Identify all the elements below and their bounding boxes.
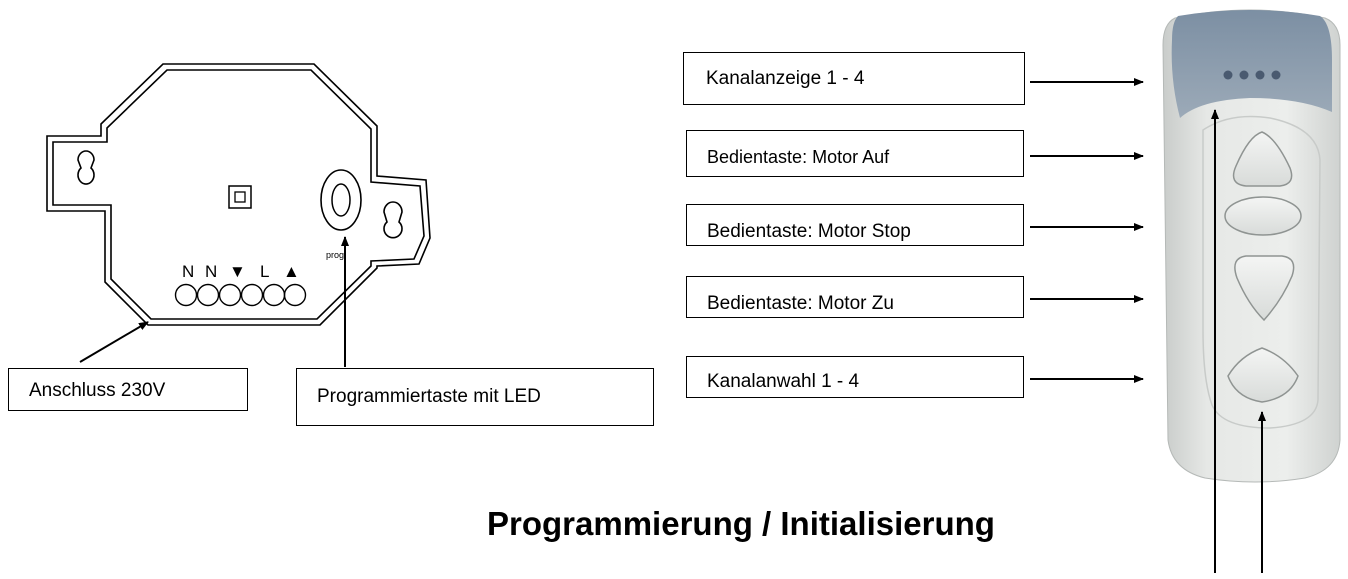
channel-led-1 bbox=[1223, 70, 1233, 80]
prog-button-label: prog. bbox=[326, 250, 347, 260]
status-square-inner bbox=[234, 191, 246, 203]
prog-button-inner bbox=[331, 183, 351, 217]
remote-up-button bbox=[1232, 131, 1293, 187]
label-box-anschluss: Anschluss 230V bbox=[8, 368, 248, 411]
label-box-programmiertaste: Programmiertaste mit LED bbox=[296, 368, 654, 426]
status-square bbox=[228, 185, 252, 209]
remote-channel-button bbox=[1227, 347, 1299, 403]
prog-button-outer bbox=[320, 169, 362, 231]
channel-led-2 bbox=[1239, 70, 1249, 80]
channel-led-3 bbox=[1255, 70, 1265, 80]
label-anschluss: Anschluss 230V bbox=[29, 380, 166, 401]
actuator-body-inner bbox=[52, 69, 425, 320]
label-motor-zu: Bedientaste: Motor Zu bbox=[707, 293, 894, 314]
label-kanalanwahl: Kanalanwahl 1 - 4 bbox=[707, 371, 860, 392]
actuator-housing bbox=[108, 64, 376, 183]
page-title: Programmierung / Initialisierung bbox=[487, 505, 995, 542]
label-motor-auf: Bedientaste: Motor Auf bbox=[707, 147, 890, 167]
label-box-kanalanwahl: Kanalanwahl 1 - 4 bbox=[686, 356, 1024, 398]
terminal-label-n2: N bbox=[205, 262, 217, 281]
mounting-hole-left bbox=[77, 150, 95, 185]
terminal-4 bbox=[240, 283, 264, 307]
terminal-label-up: ▲ bbox=[283, 262, 300, 281]
remote-stop-button bbox=[1224, 196, 1302, 236]
terminal-6 bbox=[283, 283, 307, 307]
label-motor-stop: Bedientaste: Motor Stop bbox=[707, 221, 911, 242]
label-box-kanalanzeige: Kanalanzeige 1 - 4 bbox=[683, 52, 1025, 105]
terminal-label-down: ▼ bbox=[229, 262, 246, 281]
label-box-motor-stop: Bedientaste: Motor Stop bbox=[686, 204, 1024, 246]
remote-display-panel bbox=[1171, 10, 1332, 118]
label-box-motor-auf: Bedientaste: Motor Auf bbox=[686, 130, 1024, 177]
label-programmiertaste: Programmiertaste mit LED bbox=[317, 386, 541, 407]
terminal-1 bbox=[174, 283, 198, 307]
mounting-hole-right bbox=[383, 201, 403, 239]
channel-led-4 bbox=[1271, 70, 1281, 80]
arrow-anschluss bbox=[79, 321, 149, 363]
actuator-body-outer bbox=[46, 63, 431, 326]
label-box-motor-zu: Bedientaste: Motor Zu bbox=[686, 276, 1024, 318]
remote-down-button bbox=[1234, 255, 1295, 322]
label-kanalanzeige: Kanalanzeige 1 - 4 bbox=[706, 68, 865, 89]
remote-button-panel bbox=[1202, 115, 1321, 429]
terminal-3 bbox=[218, 283, 242, 307]
terminal-label-n1: N bbox=[182, 262, 194, 281]
terminal-2 bbox=[196, 283, 220, 307]
terminal-label-l: L bbox=[260, 262, 269, 281]
terminal-5 bbox=[262, 283, 286, 307]
